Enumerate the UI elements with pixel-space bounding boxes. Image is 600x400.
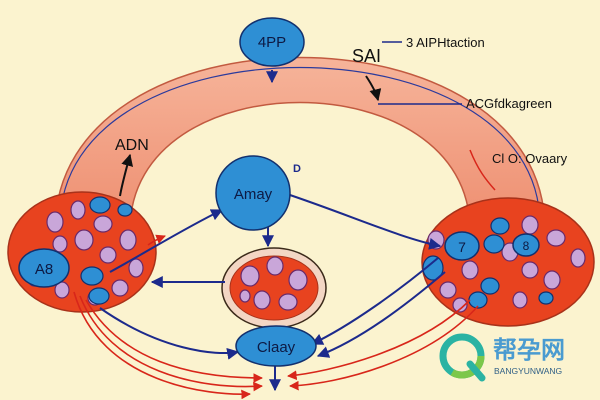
center-tissue-cells [239,256,308,311]
right-node-a-label: 7 [458,239,466,255]
center-badge-label: D [293,163,301,175]
top-right-label: 3 AIPHtaction [406,35,485,50]
center-tissue [221,247,327,329]
top-node-label: 4PP [258,34,286,51]
right-mid-label: ACGfdkagreen [466,96,552,111]
watermark-title: 帮孕网 [493,336,565,364]
right-node-b: 8 [512,233,540,257]
center-node: Amay [215,155,291,231]
left-tissue-small-nodes [80,196,133,305]
right-node-b-label: 8 [523,239,530,253]
watermark-subtitle: BANGYUNWANG [494,366,562,376]
left-node-label: A8 [35,261,53,278]
blue-arrows [99,41,462,392]
bottom-node: Claay [235,325,317,367]
bottom-node-label: Claay [257,339,296,356]
top-node: 4PP [239,17,305,67]
red-arrows [73,234,479,400]
watermark: 帮孕网 BANGYUNWANG [439,333,565,382]
sa-label: SAI [352,46,381,66]
right-tissue [421,197,595,327]
left-node: A8 [18,248,70,288]
right-tissue-small-nodes [422,217,554,309]
right-node-a: 7 [444,231,480,261]
right-lower-label: Cl O: Ovaary [492,151,568,166]
left-tissue-label: ADN [115,137,149,154]
center-node-label: Amay [234,186,273,203]
